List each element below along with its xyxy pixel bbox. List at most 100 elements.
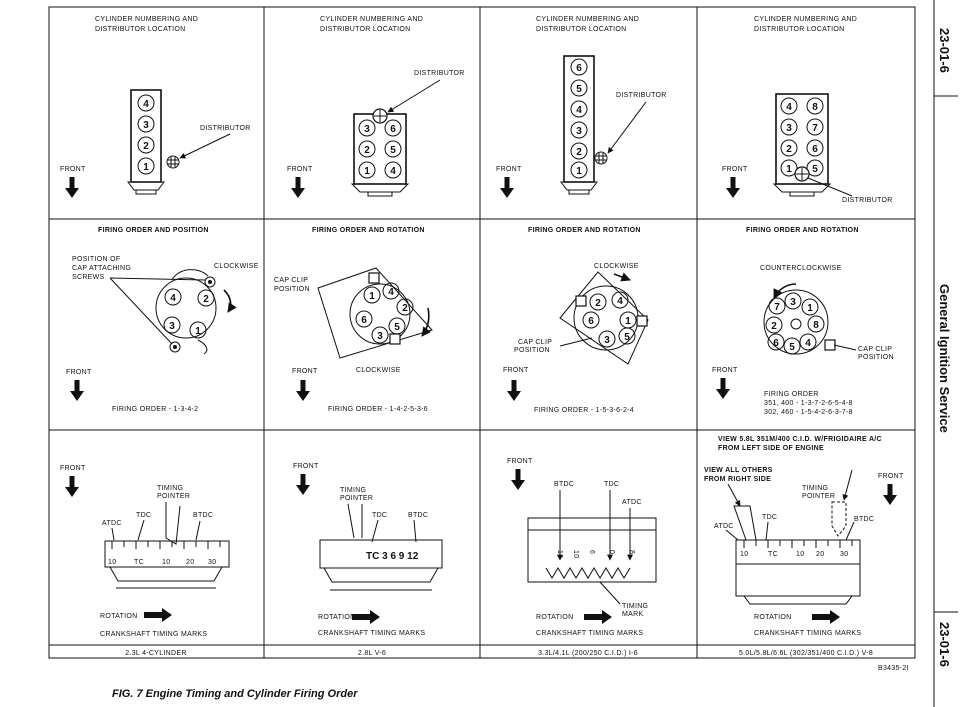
section-number-bottom: 23-01-6 — [937, 622, 952, 667]
svg-text:BTDC: BTDC — [854, 516, 874, 523]
svg-text:ATDC: ATDC — [714, 523, 734, 530]
svg-text:5: 5 — [576, 84, 582, 95]
svg-text:CRANKSHAFT TIMING MARKS: CRANKSHAFT TIMING MARKS — [100, 631, 207, 638]
svg-text:FIRING ORDER: FIRING ORDER — [764, 391, 819, 398]
svg-text:FIRING ORDER - 1-3-4-2: FIRING ORDER - 1-3-4-2 — [112, 406, 198, 413]
svg-text:6: 6 — [390, 124, 396, 135]
svg-text:351, 400 - 1-3-7-2-6-5-4-8: 351, 400 - 1-3-7-2-6-5-4-8 — [764, 400, 853, 407]
svg-text:4: 4 — [805, 338, 811, 349]
svg-text:1: 1 — [576, 166, 582, 177]
cyl-header-3b: DISTRIBUTOR LOCATION — [536, 26, 627, 33]
svg-text:FRONT: FRONT — [712, 367, 738, 374]
svg-text:2: 2 — [143, 141, 149, 152]
svg-text:CLOCKWISE: CLOCKWISE — [356, 367, 401, 374]
svg-text:6: 6 — [576, 63, 582, 74]
svg-text:10: 10 — [796, 551, 804, 558]
svg-text:DISTRIBUTOR: DISTRIBUTOR — [414, 70, 465, 77]
svg-text:20: 20 — [816, 551, 824, 558]
svg-text:7: 7 — [774, 302, 780, 313]
svg-text:6: 6 — [588, 550, 595, 554]
svg-text:POINTER: POINTER — [157, 493, 190, 500]
cyl-header-4: CYLINDER NUMBERING AND — [754, 16, 857, 23]
engine-block-v6: 3 6 2 5 1 4 DISTRIBUTOR — [350, 70, 465, 197]
svg-text:FRONT: FRONT — [878, 473, 904, 480]
distributor-cap-v6: CAP CLIP POSITION CLOCKWISE 1 4 2 6 5 3 … — [274, 267, 433, 413]
svg-text:1: 1 — [786, 164, 792, 175]
svg-text:TC: TC — [134, 559, 144, 566]
svg-text:TDC: TDC — [136, 512, 151, 519]
svg-text:BTDC: BTDC — [408, 512, 428, 519]
svg-text:VIEW 5.8L 351M/400 C.I.D. W/FR: VIEW 5.8L 351M/400 C.I.D. W/FRIGIDAIRE A… — [718, 436, 882, 443]
engine-labels: 2.3L 4-CYLINDER 2.8L V-6 3.3L/4.1L (200/… — [125, 650, 872, 657]
cylinder-headers: CYLINDER NUMBERING AND DISTRIBUTOR LOCAT… — [95, 16, 857, 33]
tick-marks — [111, 541, 221, 549]
front-arrows-row3: FRONT FRONT FRONT FRONT — [60, 458, 904, 505]
svg-text:2: 2 — [576, 147, 582, 158]
cyl-header-1b: DISTRIBUTOR LOCATION — [95, 26, 186, 33]
svg-text:FRONT: FRONT — [503, 367, 529, 374]
svg-text:TIMING: TIMING — [340, 487, 366, 494]
svg-text:TDC: TDC — [604, 481, 619, 488]
svg-text:4: 4 — [143, 99, 149, 110]
svg-text:3: 3 — [143, 120, 149, 131]
svg-text:3.3L/4.1L (200/250 C.I.D.) I-6: 3.3L/4.1L (200/250 C.I.D.) I-6 — [538, 650, 638, 657]
svg-text:ROTATION: ROTATION — [100, 613, 138, 620]
svg-text:14: 14 — [556, 550, 563, 558]
svg-text:CAP ATTACHING: CAP ATTACHING — [72, 265, 131, 272]
svg-text:CRANKSHAFT TIMING MARKS: CRANKSHAFT TIMING MARKS — [318, 630, 425, 637]
svg-text:CRANKSHAFT TIMING MARKS: CRANKSHAFT TIMING MARKS — [536, 630, 643, 637]
svg-text:ROTATION: ROTATION — [318, 614, 356, 621]
front-arrow-icon — [726, 177, 740, 198]
svg-text:FROM LEFT SIDE OF ENGINE: FROM LEFT SIDE OF ENGINE — [718, 445, 824, 452]
svg-text:3: 3 — [786, 123, 792, 134]
engine-block-4cyl: 4 3 2 1 DISTRIBUTOR — [127, 89, 251, 195]
svg-text:POSITION: POSITION — [858, 354, 894, 361]
svg-text:3: 3 — [576, 126, 582, 137]
svg-text:10: 10 — [740, 551, 748, 558]
svg-text:5: 5 — [394, 322, 400, 333]
side-margin: 23-01-6 General Ignition Service 23-01-6 — [933, 0, 958, 707]
svg-text:2: 2 — [203, 294, 209, 305]
front-arrow-icon — [65, 177, 79, 198]
svg-text:COUNTERCLOCKWISE: COUNTERCLOCKWISE — [760, 265, 841, 272]
svg-text:5: 5 — [812, 164, 818, 175]
svg-text:4: 4 — [170, 293, 176, 304]
svg-text:3: 3 — [364, 124, 370, 135]
drawing-code: B3435-2I — [878, 665, 909, 672]
svg-text:ROTATION: ROTATION — [536, 614, 574, 621]
cyl-header-4b: DISTRIBUTOR LOCATION — [754, 26, 845, 33]
svg-text:TC 3 6 9 12: TC 3 6 9 12 — [366, 551, 419, 562]
distributor-cap-i6: CLOCKWISE 2 4 6 1 3 5 CAP CLIP POSITION … — [514, 263, 649, 414]
cyl-header-3: CYLINDER NUMBERING AND — [536, 16, 639, 23]
svg-text:DISTRIBUTOR: DISTRIBUTOR — [842, 197, 893, 204]
svg-text:1: 1 — [625, 316, 631, 327]
svg-text:5: 5 — [789, 342, 795, 353]
svg-text:30: 30 — [208, 559, 216, 566]
svg-text:FRONT: FRONT — [293, 463, 319, 470]
svg-text:10: 10 — [162, 559, 170, 566]
svg-text:1: 1 — [364, 166, 370, 177]
svg-text:8: 8 — [628, 550, 635, 554]
svg-text:FIRING ORDER AND ROTATION: FIRING ORDER AND ROTATION — [746, 227, 859, 234]
svg-text:20: 20 — [186, 559, 194, 566]
svg-text:5: 5 — [390, 145, 396, 156]
svg-text:6: 6 — [588, 316, 594, 327]
svg-text:TDC: TDC — [372, 512, 387, 519]
svg-text:FRONT: FRONT — [60, 465, 86, 472]
svg-text:TC: TC — [768, 551, 778, 558]
svg-text:4: 4 — [388, 287, 394, 298]
front-arrow-icon — [500, 177, 514, 198]
svg-text:DISTRIBUTOR: DISTRIBUTOR — [200, 125, 251, 132]
svg-text:VIEW ALL OTHERS: VIEW ALL OTHERS — [704, 467, 773, 474]
svg-text:FRONT: FRONT — [287, 166, 313, 173]
svg-text:2: 2 — [402, 303, 408, 314]
svg-text:FRONT: FRONT — [496, 166, 522, 173]
front-arrows-row2: FRONT FRONT FRONT FRONT — [66, 367, 738, 401]
svg-text:CAP CLIP: CAP CLIP — [518, 339, 552, 346]
svg-text:CLOCKWISE: CLOCKWISE — [214, 263, 259, 270]
engine-block-i6: 6 5 4 3 2 1 DISTRIBUTOR — [560, 55, 666, 195]
svg-text:3: 3 — [790, 297, 796, 308]
timing-marks-v8: VIEW 5.8L 351M/400 C.I.D. W/FRIGIDAIRE A… — [704, 436, 882, 637]
svg-text:5: 5 — [624, 332, 630, 343]
front-arrow-icon — [291, 177, 305, 198]
